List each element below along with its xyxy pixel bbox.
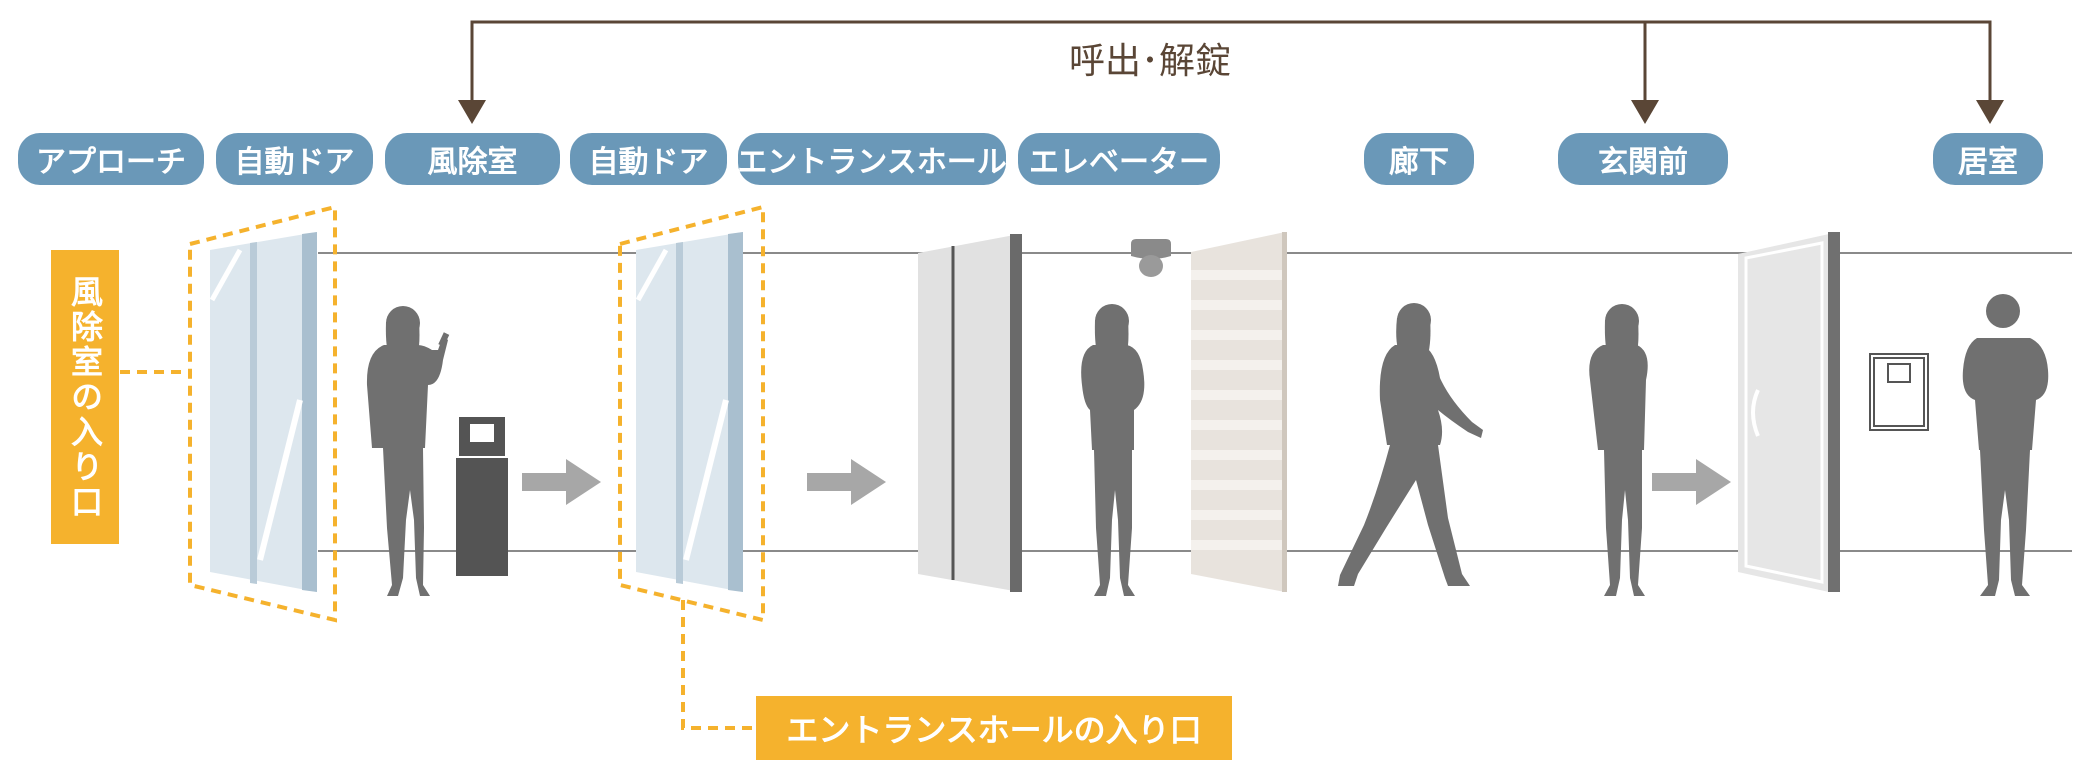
hall-entrance-callout: エントランスホールの入り口 [756,696,1232,760]
elevator-door [1191,232,1287,592]
flow-arrow-3 [1652,459,1731,505]
resident-silhouette-3 [1338,303,1483,586]
flow-arrow-2 [807,459,886,505]
stage-pill-approach: アプローチ [18,133,204,185]
vestibule-entrance-outline [188,204,337,623]
stage-pill-vestibule: 風除室 [385,133,560,185]
automatic-door-1 [188,204,337,623]
flow-arrow-1 [522,459,601,505]
hall-entrance-outline [618,204,765,623]
stage-pill-room: 居室 [1933,133,2043,185]
hall-door [918,234,1022,592]
resident-silhouette-5 [1962,294,2049,596]
resident-silhouette-2 [1081,304,1145,596]
flow-arrows [522,459,1731,505]
call-unlock-connector [458,20,2004,124]
stage-pill-auto-door-2: 自動ドア [570,133,727,185]
stage-pill-entrance-hall: エントランスホール [737,133,1007,185]
resident-silhouette-1 [366,306,450,596]
call-unlock-label: 呼出･解錠 [1068,41,1231,82]
connector-arrowhead-front-door [1631,100,1659,124]
stage-pill-corridor: 廊下 [1364,133,1474,185]
front-door [1738,232,1840,592]
connector-arrowhead-vestibule [458,100,486,124]
stage-pill-front-door: 玄関前 [1558,133,1728,185]
connector-arrowhead-room [1976,100,2004,124]
entrance-intercom-kiosk [456,417,508,576]
room-intercom-monitor [1869,353,1929,431]
vestibule-entrance-callout: 風除室の入り口 [51,250,119,544]
hall-callout-leader [681,600,756,730]
stage-pill-elevator: エレベーター [1018,133,1220,185]
stage-pill-auto-door-1: 自動ドア [216,133,373,185]
security-camera-icon [1131,239,1171,277]
resident-silhouette-4 [1589,304,1648,596]
automatic-door-2 [618,204,765,623]
